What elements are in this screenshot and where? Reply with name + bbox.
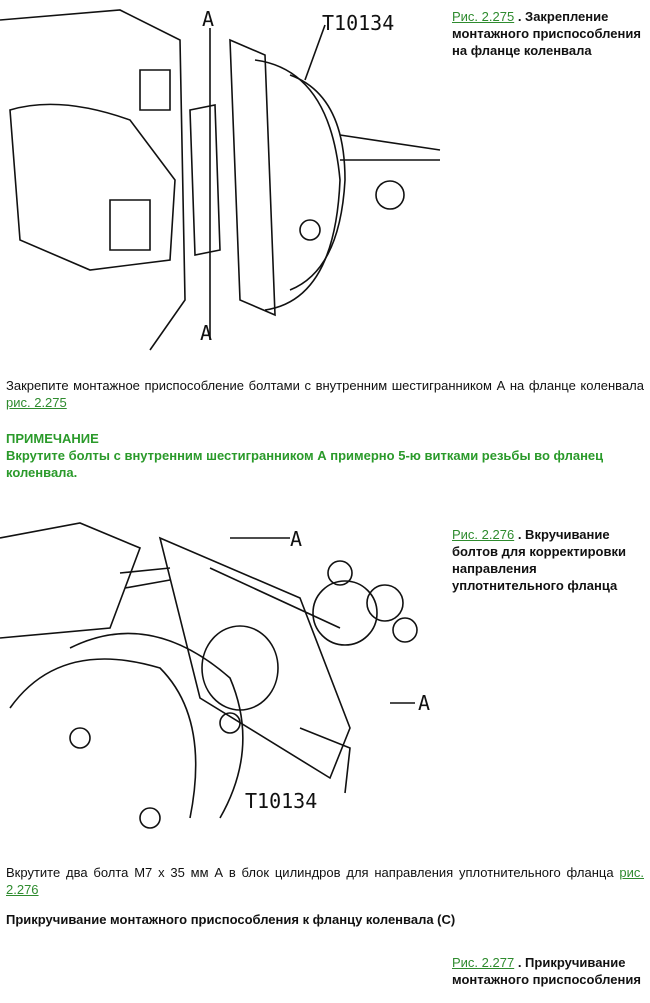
paragraph-2: Вкрутите два болта М7 х 35 мм А в блок ц… xyxy=(6,864,644,898)
caption-title: . Закрепление монтажного приспособления … xyxy=(452,9,641,58)
note-text: Вкрутите болты с внутренним шестигранник… xyxy=(6,448,604,480)
figure-link[interactable]: рис. 2.276 xyxy=(6,865,644,897)
caption-title: . Прикручивание монтажного приспособлени… xyxy=(452,955,641,987)
note-block: ПРИМЕЧАНИЕ Вкрутите болты с внутренним ш… xyxy=(6,430,606,481)
caption-title: . Вкручивание болтов для корректировки н… xyxy=(452,527,626,593)
callout-a-top: A xyxy=(290,527,302,551)
figure-link[interactable]: Рис. 2.276 xyxy=(452,527,515,542)
paragraph-text: Вкрутите два болта М7 х 35 мм А в блок ц… xyxy=(6,865,614,880)
section-heading: Прикручивание монтажного приспособления … xyxy=(6,912,456,927)
figure-2-276: A A T10134 xyxy=(0,518,445,838)
figure-caption-2-275: Рис. 2.275 . Закрепление монтажного прис… xyxy=(452,8,647,59)
figure-caption-2-276: Рис. 2.276 . Вкручивание болтов для корр… xyxy=(452,526,647,594)
figure-link[interactable]: Рис. 2.277 xyxy=(452,955,515,970)
note-title: ПРИМЕЧАНИЕ xyxy=(6,431,99,446)
tool-label: T10134 xyxy=(322,11,394,35)
paragraph-text: Закрепите монтажное приспособление болта… xyxy=(6,378,644,393)
callout-a-right: A xyxy=(418,691,430,715)
tool-label: T10134 xyxy=(245,789,317,813)
callout-a-top: A xyxy=(202,7,214,31)
paragraph-1: Закрепите монтажное приспособление болта… xyxy=(6,377,644,411)
figure-caption-2-277: Рис. 2.277 . Прикручивание монтажного пр… xyxy=(452,954,647,988)
figure-2-275: T10134 A A xyxy=(0,0,445,352)
figure-link[interactable]: рис. 2.275 xyxy=(6,395,67,410)
callout-a-bottom: A xyxy=(200,321,212,345)
figure-link[interactable]: Рис. 2.275 xyxy=(452,9,515,24)
